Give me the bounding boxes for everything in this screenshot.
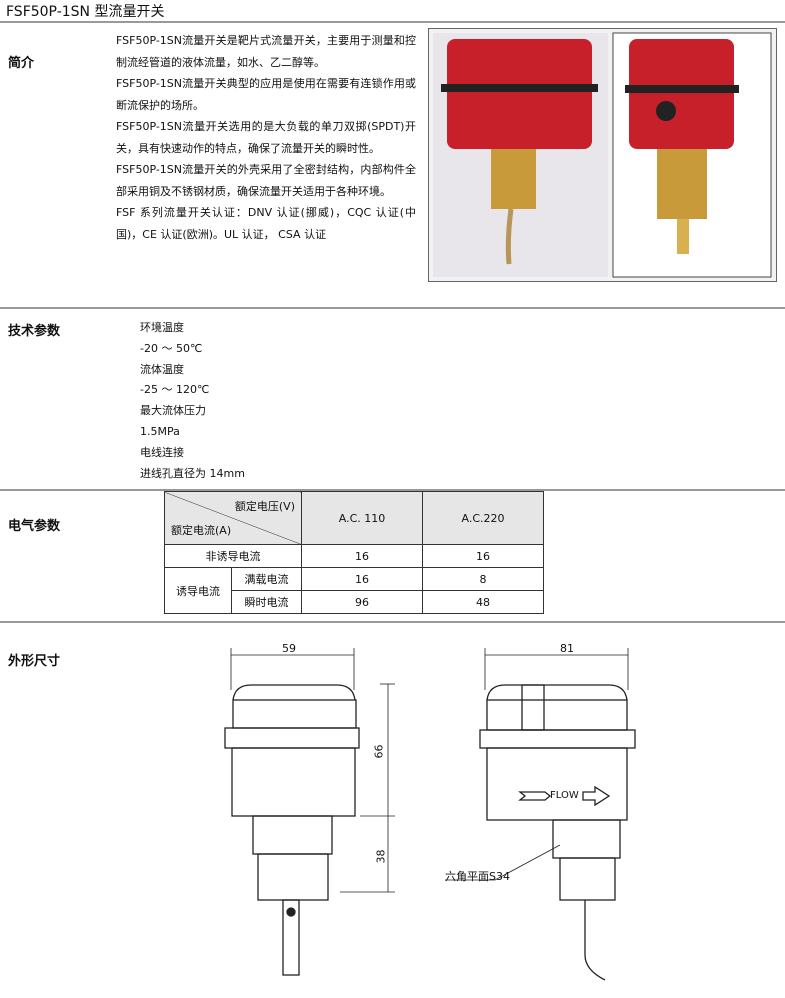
param-value: 进线孔直径为 14mm [140, 466, 245, 480]
row-label: 瞬时电流 [231, 590, 302, 614]
col-header: A.C.220 [422, 491, 544, 545]
dim-height-bottom: 38 [374, 849, 388, 864]
intro-text: FSF50P-1SN流量开关是靶片式流量开关，主要用于测量和控制流经管道的液体流… [116, 30, 416, 245]
dim-width-right: 81 [560, 642, 574, 655]
product-photos [428, 28, 777, 282]
dim-width-left: 59 [282, 642, 296, 655]
row-label: 满载电流 [231, 567, 302, 591]
param-label: 流体温度 [140, 362, 184, 376]
dim-height-top: 66 [372, 744, 386, 759]
page-title: FSF50P-1SN 型流量开关 [6, 4, 165, 20]
param-label: 电线连接 [140, 445, 184, 459]
cell: 96 [301, 590, 423, 614]
intro-paragraph: FSF50P-1SN流量开关典型的应用是使用在需要有连锁作用或断流保护的场所。 [116, 77, 416, 112]
col-header: A.C. 110 [301, 491, 423, 545]
section-tech-label: 技术参数 [8, 324, 61, 339]
intro-paragraph: FSF50P-1SN流量开关选用的是大负载的单刀双掷(SPDT)开关，具有快速动… [116, 120, 416, 155]
current-header: 额定电流(A) [171, 524, 232, 537]
header-diagonal-cell: 额定电压(V) 额定电流(A) [164, 491, 302, 545]
cell: 48 [422, 590, 544, 614]
electrical-table: 额定电压(V) 额定电流(A) A.C. 110 A.C.220 非诱导电流 1… [164, 491, 544, 614]
param-value: 1.5MPa [140, 424, 180, 438]
cell: 8 [422, 567, 544, 591]
param-value: -20 ～ 50℃ [140, 341, 203, 355]
intro-paragraph: FSF50P-1SN流量开关的外壳采用了全密封结构，内部构件全部采用铜及不锈钢材… [116, 163, 416, 198]
hex-label: 六角平面S34 [445, 870, 510, 883]
param-label: 最大流体压力 [140, 404, 206, 418]
divider [0, 21, 785, 23]
tech-params: 环境温度 -20 ～ 50℃ 流体温度 -25 ～ 120℃ 最大流体压力 1.… [140, 318, 245, 484]
intro-paragraph: FSF50P-1SN流量开关是靶片式流量开关，主要用于测量和控制流经管道的液体流… [116, 34, 416, 69]
section-elec-label: 电气参数 [8, 519, 61, 534]
cell: 16 [301, 567, 423, 591]
section-dims-label: 外形尺寸 [8, 654, 61, 669]
voltage-header: 额定电压(V) [234, 500, 295, 513]
divider [0, 489, 785, 491]
param-value: -25 ～ 120℃ [140, 383, 210, 397]
param-label: 环境温度 [140, 321, 184, 334]
section-intro-label: 简介 [8, 56, 35, 71]
divider [0, 621, 785, 623]
flow-label: FLOW [550, 790, 579, 801]
divider [0, 307, 785, 309]
row-group-label: 诱导电流 [164, 567, 232, 614]
intro-paragraph: FSF 系列流量开关认证：DNV 认证(挪威)，CQC 认证(中国)，CE 认证… [116, 206, 416, 241]
